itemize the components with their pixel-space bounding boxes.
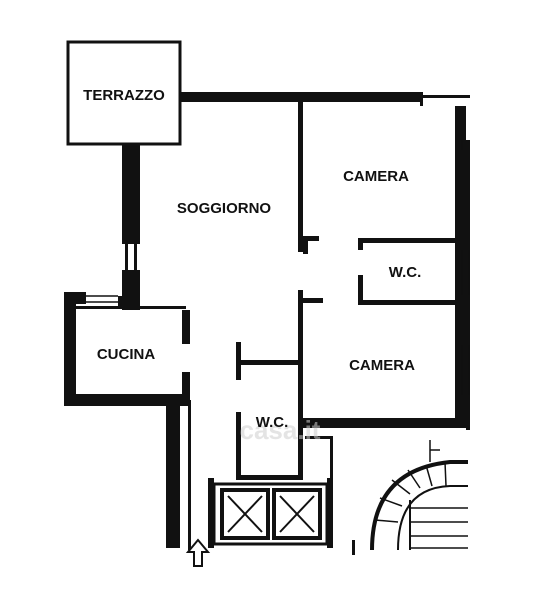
room-label-soggiorno: SOGGIORNO xyxy=(177,200,272,217)
room-label-camera-bottom: CAMERA xyxy=(349,357,415,374)
room-label-wc-bottom: W.C. xyxy=(256,414,289,431)
arrow-up-icon xyxy=(185,538,211,567)
room-label-camera-top: CAMERA xyxy=(343,168,409,185)
room-label-wc-right: W.C. xyxy=(389,264,422,281)
elevator-shaft-icon xyxy=(212,482,329,546)
room-label-cucina: CUCINA xyxy=(97,346,155,363)
partitions xyxy=(236,102,456,480)
spiral-staircase-icon xyxy=(370,440,468,551)
room-label-terrazzo: TERRAZZO xyxy=(83,87,165,104)
windows xyxy=(86,140,470,395)
watermark: casa.it xyxy=(240,415,321,445)
walls xyxy=(64,92,470,555)
